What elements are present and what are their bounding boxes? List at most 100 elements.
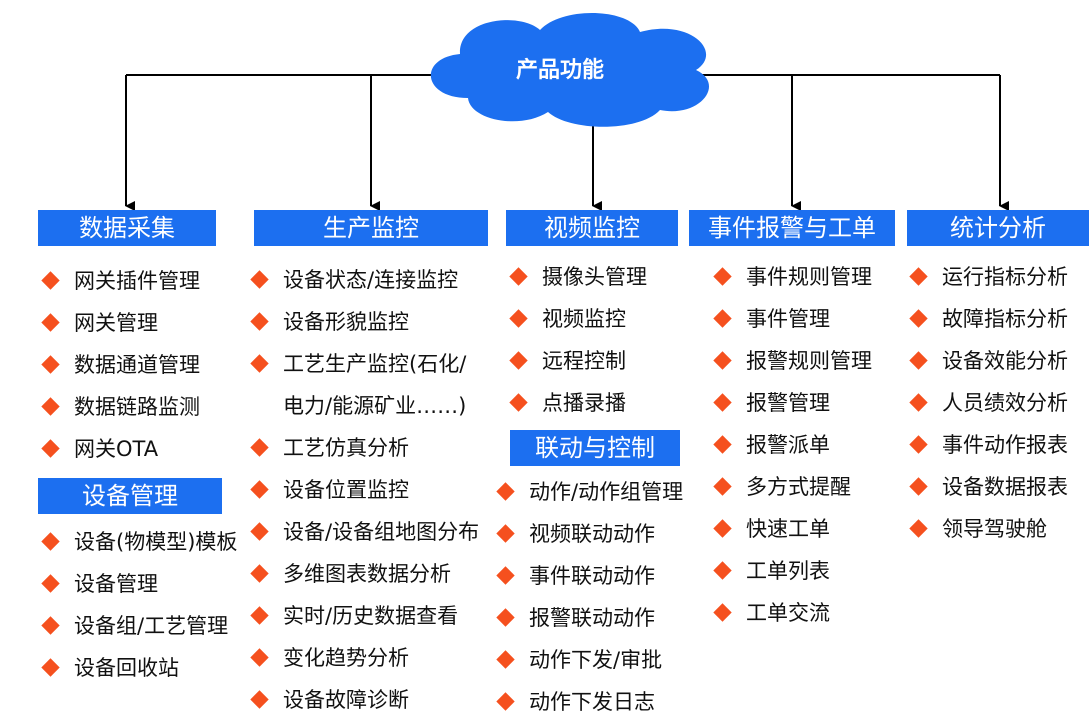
item-label: 动作下发/审批 — [529, 648, 663, 672]
item-label: 工艺生产监控(石化/ — [283, 352, 467, 376]
diamond-bullet-icon — [496, 608, 515, 627]
item-label: 电力/能源矿业……) — [283, 394, 467, 418]
list-item: 设备组/工艺管理 — [40, 605, 237, 647]
item-label: 报警派单 — [746, 433, 830, 457]
item-label: 多方式提醒 — [746, 475, 851, 499]
list-item: 报警规则管理 — [712, 340, 872, 382]
item-label: 多维图表数据分析 — [283, 562, 451, 586]
item-label: 数据链路监测 — [74, 395, 200, 419]
list-item: 网关管理 — [40, 302, 200, 344]
diamond-bullet-icon — [41, 271, 60, 290]
item-label: 视频联动动作 — [529, 522, 655, 546]
diamond-bullet-icon — [41, 355, 60, 374]
item-label: 设备/设备组地图分布 — [283, 520, 480, 544]
diamond-bullet-icon — [509, 309, 528, 328]
diamond-bullet-icon — [250, 564, 269, 583]
list-item: 设备管理 — [40, 563, 237, 605]
diamond-bullet-icon — [713, 603, 732, 622]
list-item: 人员绩效分析 — [908, 382, 1068, 424]
diamond-bullet-icon — [713, 519, 732, 538]
diamond-bullet-icon — [909, 351, 928, 370]
item-label: 动作下发日志 — [529, 690, 655, 714]
diamond-bullet-icon — [250, 480, 269, 499]
list-data-collection: 网关插件管理 网关管理 数据通道管理 数据链路监测 网关OTA — [40, 260, 200, 470]
diamond-bullet-icon — [41, 313, 60, 332]
list-item: 网关插件管理 — [40, 260, 200, 302]
item-label: 事件管理 — [746, 307, 830, 331]
list-production-monitoring: 设备状态/连接监控 设备形貌监控 工艺生产监控(石化/ 电力/能源矿业……) 工… — [249, 259, 479, 721]
list-device-management: 设备(物模型)模板 设备管理 设备组/工艺管理 设备回收站 — [40, 521, 237, 689]
diamond-bullet-icon — [713, 393, 732, 412]
list-item: 多方式提醒 — [712, 466, 872, 508]
item-label: 故障指标分析 — [942, 307, 1068, 331]
list-item: 多维图表数据分析 — [249, 553, 479, 595]
list-item: 工艺仿真分析 — [249, 427, 479, 469]
list-item: 实时/历史数据查看 — [249, 595, 479, 637]
list-item: 设备位置监控 — [249, 469, 479, 511]
list-item-continuation: 电力/能源矿业……) — [249, 385, 479, 427]
item-label: 网关OTA — [74, 437, 159, 461]
diamond-bullet-icon — [713, 309, 732, 328]
list-item: 数据通道管理 — [40, 344, 200, 386]
list-item: 变化趋势分析 — [249, 637, 479, 679]
item-label: 数据通道管理 — [74, 353, 200, 377]
category-header-event-alarm-workorder: 事件报警与工单 — [689, 210, 895, 246]
list-item: 领导驾驶舱 — [908, 508, 1068, 550]
item-label: 实时/历史数据查看 — [283, 604, 459, 628]
item-label: 设备(物模型)模板 — [74, 530, 238, 554]
item-label: 报警管理 — [746, 391, 830, 415]
diamond-bullet-icon — [509, 267, 528, 286]
item-label: 事件规则管理 — [746, 265, 872, 289]
diamond-bullet-icon — [250, 438, 269, 457]
list-item: 报警联动动作 — [495, 597, 683, 639]
list-video-monitoring: 摄像头管理 视频监控 远程控制 点播录播 — [508, 256, 647, 424]
list-item: 报警派单 — [712, 424, 872, 466]
item-label: 设备回收站 — [74, 656, 179, 680]
diamond-bullet-icon — [909, 393, 928, 412]
diamond-bullet-icon — [41, 532, 60, 551]
list-item: 动作下发/审批 — [495, 639, 683, 681]
item-label: 工单列表 — [746, 559, 830, 583]
list-item: 设备形貌监控 — [249, 301, 479, 343]
item-label: 设备管理 — [74, 572, 158, 596]
list-linkage-control: 动作/动作组管理 视频联动动作 事件联动动作 报警联动动作 动作下发/审批 动作… — [495, 471, 683, 723]
diamond-bullet-icon — [250, 648, 269, 667]
item-label: 视频监控 — [542, 307, 626, 331]
item-label: 工单交流 — [746, 601, 830, 625]
list-item: 工艺生产监控(石化/ — [249, 343, 479, 385]
list-item: 工单交流 — [712, 592, 872, 634]
diamond-bullet-icon — [713, 267, 732, 286]
diamond-bullet-icon — [509, 351, 528, 370]
item-label: 动作/动作组管理 — [529, 480, 684, 504]
diamond-bullet-icon — [496, 482, 515, 501]
list-item: 事件动作报表 — [908, 424, 1068, 466]
root-title: 产品功能 — [515, 58, 604, 83]
diamond-bullet-icon — [713, 351, 732, 370]
item-label: 点播录播 — [542, 391, 626, 415]
diamond-bullet-icon — [250, 690, 269, 709]
diamond-bullet-icon — [41, 574, 60, 593]
cloud-shape — [430, 12, 710, 127]
list-statistics-analysis: 运行指标分析 故障指标分析 设备效能分析 人员绩效分析 事件动作报表 设备数据报… — [908, 256, 1068, 550]
item-label: 领导驾驶舱 — [942, 517, 1047, 541]
list-item: 设备(物模型)模板 — [40, 521, 237, 563]
diamond-bullet-icon — [41, 616, 60, 635]
diamond-bullet-icon — [496, 692, 515, 711]
diamond-bullet-icon — [713, 435, 732, 454]
category-header-data-collection: 数据采集 — [38, 210, 216, 246]
list-item: 事件规则管理 — [712, 256, 872, 298]
list-item: 事件管理 — [712, 298, 872, 340]
diamond-bullet-icon — [909, 309, 928, 328]
list-item: 远程控制 — [508, 340, 647, 382]
list-item: 工单列表 — [712, 550, 872, 592]
item-label: 运行指标分析 — [942, 265, 1068, 289]
diamond-bullet-icon — [909, 519, 928, 538]
item-label: 设备位置监控 — [283, 478, 409, 502]
diamond-bullet-icon — [909, 267, 928, 286]
diamond-bullet-icon — [250, 312, 269, 331]
list-item: 运行指标分析 — [908, 256, 1068, 298]
list-item: 网关OTA — [40, 428, 200, 470]
list-item: 视频监控 — [508, 298, 647, 340]
diamond-bullet-icon — [41, 658, 60, 677]
